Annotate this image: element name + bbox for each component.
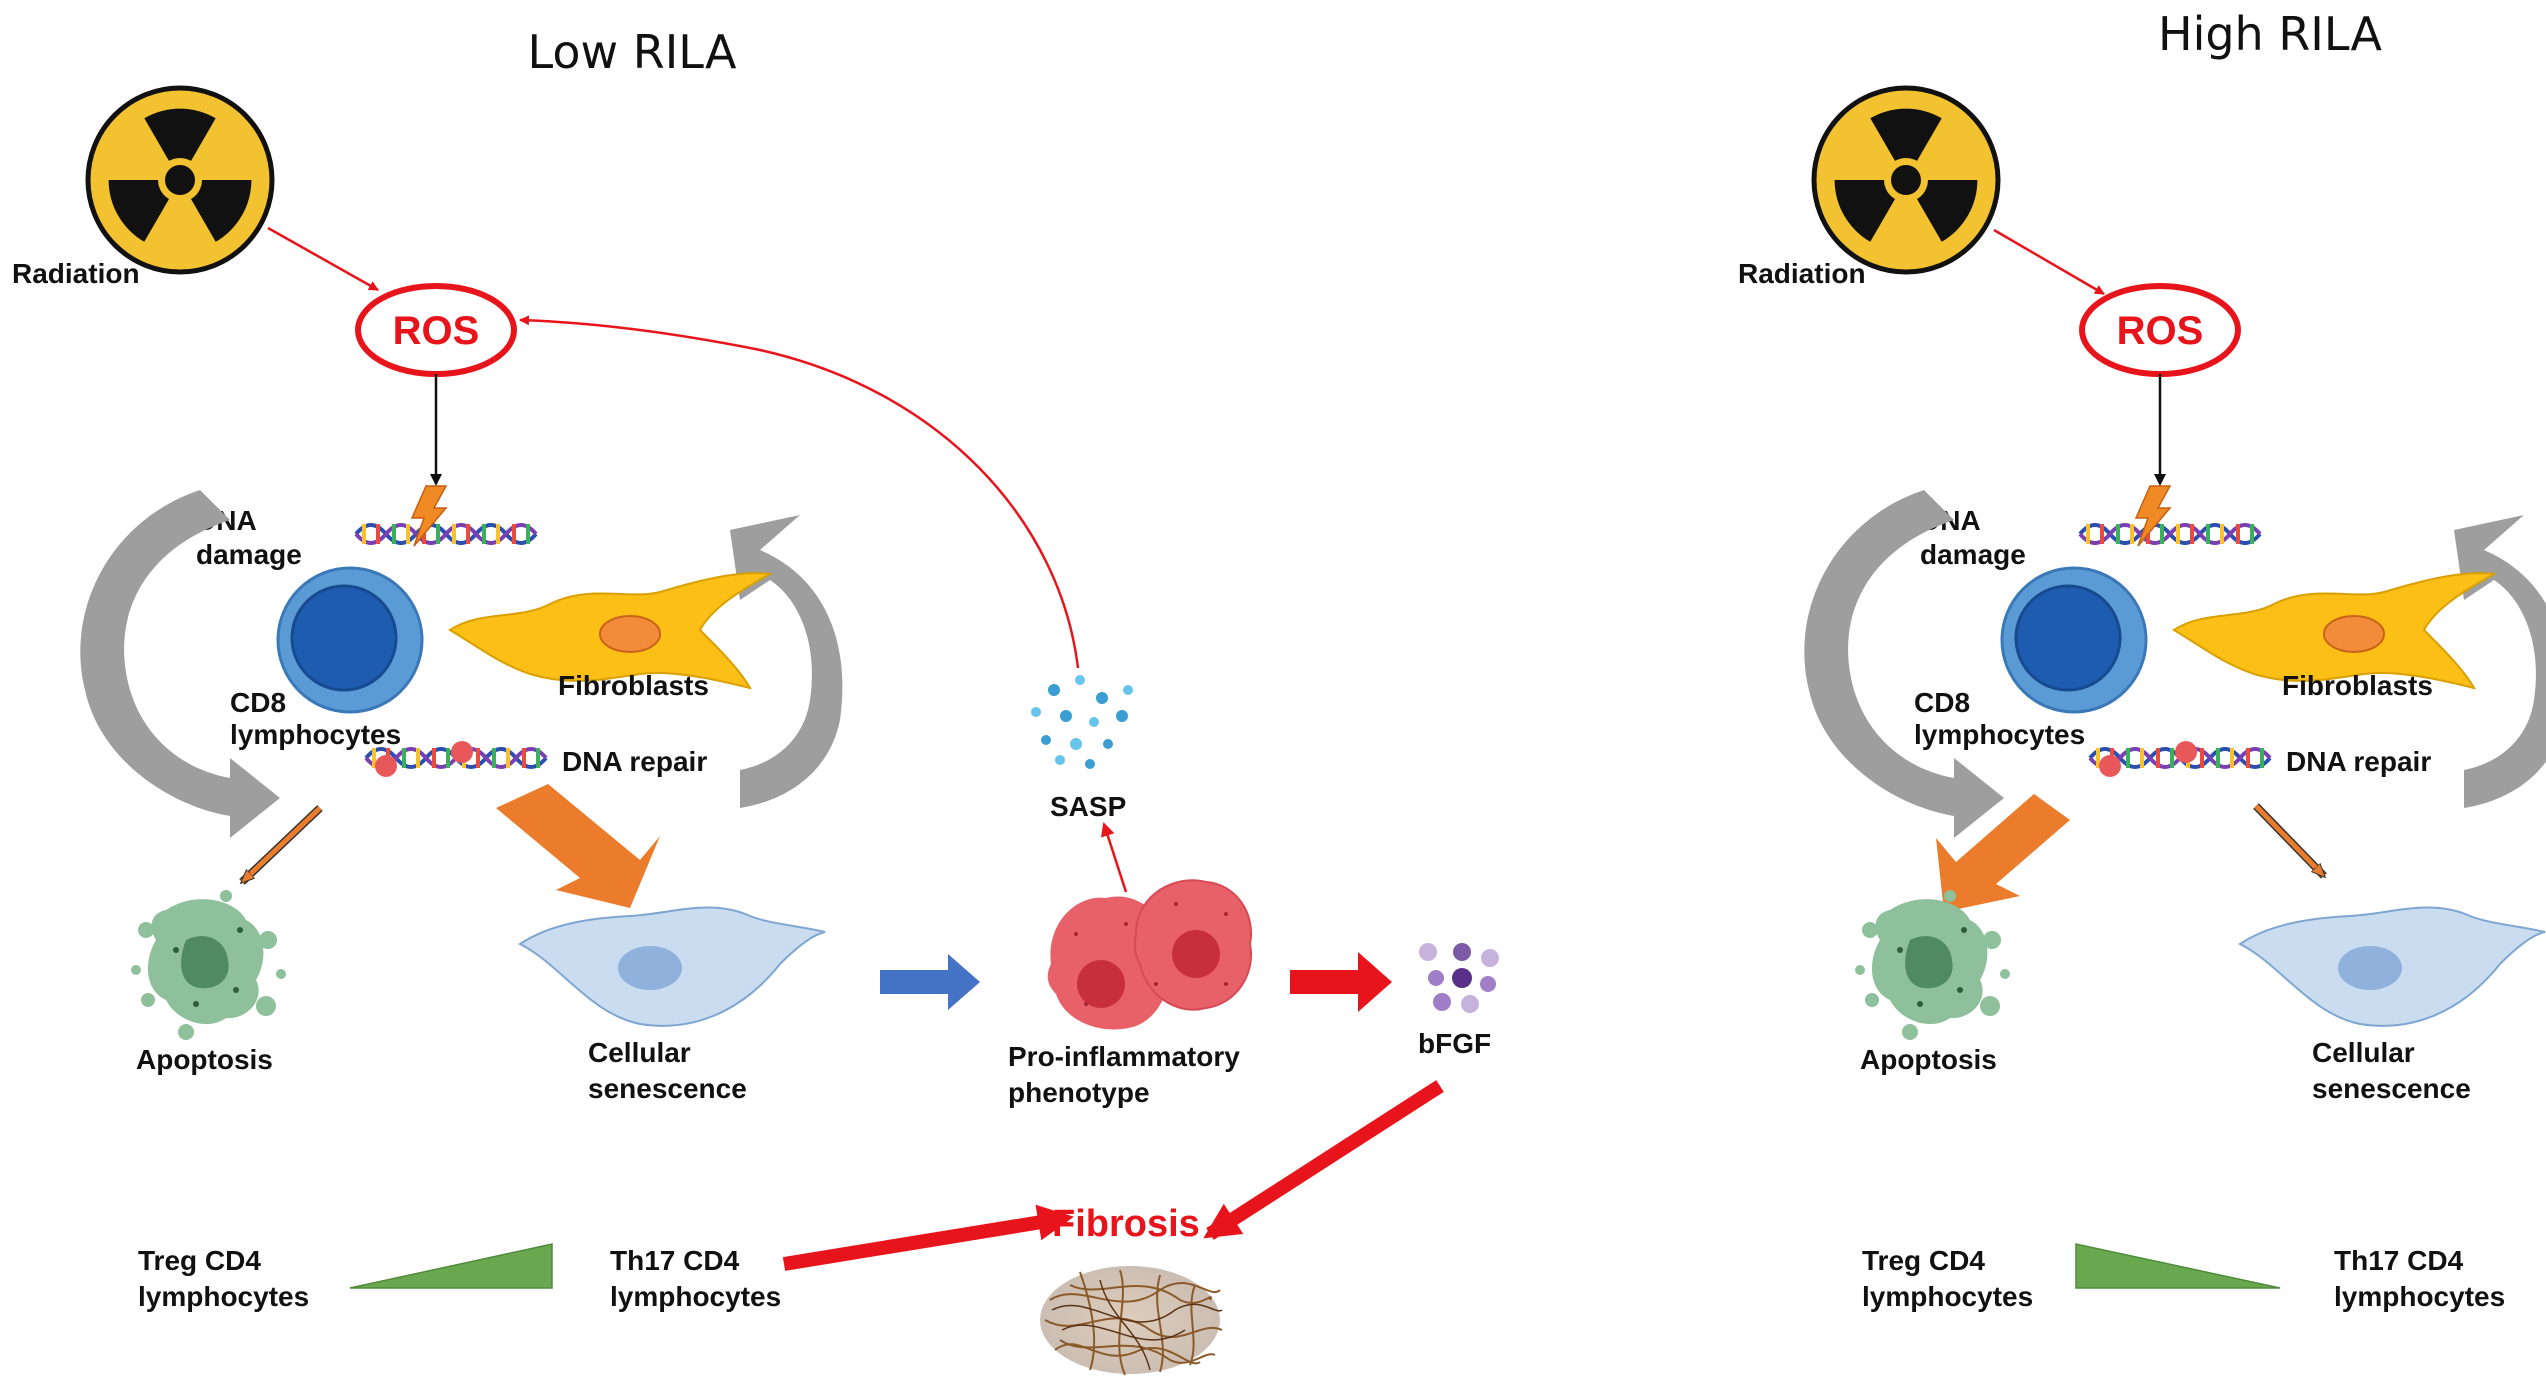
bfgf-to-fibrosis-arrow: [1203, 1080, 1444, 1240]
cd8-label-2: lymphocytes: [230, 719, 401, 750]
thick-arrow-to-senescence: [496, 784, 660, 908]
red-arrow-to-bfgf: [1290, 952, 1392, 1012]
fibrosis-tissue-icon: [1040, 1266, 1223, 1376]
senescence-label-1: Cellular: [588, 1037, 691, 1068]
th17-label-2: lymphocytes: [610, 1281, 781, 1312]
th17-label-2: lymphocytes: [2334, 1281, 2505, 1312]
th17-label-1: Th17 CD4: [610, 1245, 740, 1276]
radiation-to-ros-arrow: [1993, 228, 2105, 296]
senescence-label-1: Cellular: [2312, 1037, 2415, 1068]
dna-repair-label: DNA repair: [2286, 746, 2431, 777]
senescent-cell-icon: [519, 906, 826, 1027]
curved-gray-arrow-right: [730, 515, 843, 808]
dna-helix-damage: [2078, 522, 2262, 546]
bfgf-particles-icon: [1419, 943, 1499, 1013]
treg-label-1: Treg CD4: [1862, 1245, 1985, 1276]
dna-damage-label-2: damage: [1920, 539, 2026, 570]
sasp-label: SASP: [1050, 791, 1126, 822]
ros-label: ROS: [2117, 309, 2204, 353]
right-panel: High RILA Radiation ROS DNA damage Fibro…: [1738, 7, 2546, 1312]
dna-repair-label: DNA repair: [562, 746, 707, 777]
cd8-label-2: lymphocytes: [1914, 719, 2085, 750]
curved-gray-arrow-right: [2454, 515, 2546, 808]
thick-arrow-to-apoptosis: [1936, 794, 2070, 912]
radiation-icon: [1814, 88, 1998, 272]
th17-label-1: Th17 CD4: [2334, 1245, 2464, 1276]
th17-to-fibrosis-arrow: [782, 1204, 1074, 1271]
dna-helix-damage: [354, 522, 538, 546]
fibroblasts-label: Fibroblasts: [2282, 670, 2433, 701]
apoptosis-label: Apoptosis: [136, 1044, 273, 1075]
apoptosis-cell-icon: [1855, 890, 2010, 1040]
senescence-label-2: senescence: [2312, 1073, 2471, 1104]
treg-label-1: Treg CD4: [138, 1245, 261, 1276]
repair-protein-2: [451, 741, 473, 763]
fibrosis-label: Fibrosis: [1052, 1203, 1200, 1245]
left-panel: Low RILA Radiation ROS DNA damage Fibrob…: [12, 25, 1499, 1376]
ros-label: ROS: [393, 309, 480, 353]
cd8-lymphocyte-icon: [2000, 566, 2148, 714]
fibroblasts-label: Fibroblasts: [558, 670, 709, 701]
cd8-label-1: CD8: [1914, 687, 1970, 718]
proinflammatory-to-sasp-arrow: [1101, 822, 1128, 893]
radiation-icon: [88, 88, 272, 272]
thin-arrow-to-apoptosis-fill: [242, 806, 322, 882]
apoptosis-label: Apoptosis: [1860, 1044, 1997, 1075]
radiation-to-ros-arrow: [267, 226, 379, 292]
proinflam-label-1: Pro-inflammatory: [1008, 1041, 1240, 1072]
cd8-label-1: CD8: [230, 687, 286, 718]
cd8-lymphocyte-icon: [276, 566, 424, 714]
sasp-particles-icon: [1031, 675, 1133, 769]
repair-protein-2: [2175, 741, 2197, 763]
radiation-label: Radiation: [12, 258, 140, 289]
bfgf-label: bFGF: [1418, 1028, 1491, 1059]
radiation-label: Radiation: [1738, 258, 1866, 289]
decreasing-gradient-wedge: [2075, 1243, 2281, 1289]
right-title: High RILA: [2158, 7, 2383, 61]
treg-label-2: lymphocytes: [138, 1281, 309, 1312]
thin-arrow-to-senescence-fill: [2254, 804, 2324, 876]
dna-damage-label-2: damage: [196, 539, 302, 570]
senescent-cell-icon: [2239, 906, 2546, 1027]
blue-arrow-to-proinflammatory: [880, 954, 980, 1010]
sasp-to-ros-feedback-arrow: [519, 315, 1080, 669]
repair-protein-1: [2099, 755, 2121, 777]
proinflam-label-2: phenotype: [1008, 1077, 1150, 1108]
apoptosis-cell-icon: [131, 890, 286, 1040]
senescence-label-2: senescence: [588, 1073, 747, 1104]
repair-protein-1: [375, 755, 397, 777]
left-title: Low RILA: [528, 25, 737, 79]
increasing-gradient-wedge: [349, 1243, 553, 1289]
treg-label-2: lymphocytes: [1862, 1281, 2033, 1312]
proinflammatory-cells-icon: [1046, 879, 1253, 1031]
